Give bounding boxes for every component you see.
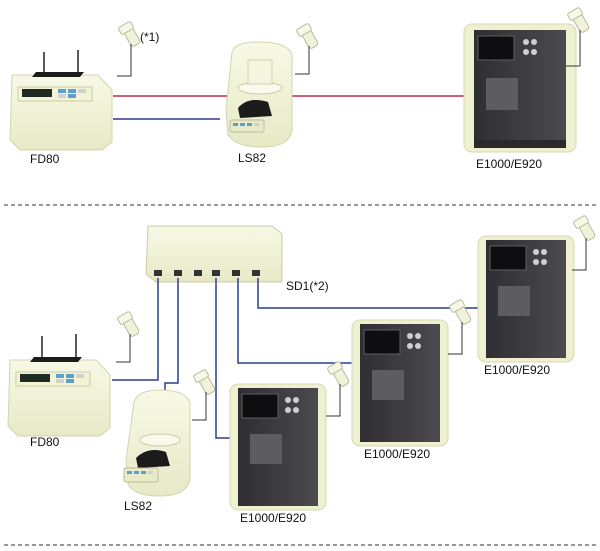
ls82-scanner bbox=[295, 22, 320, 75]
fd80-device bbox=[9, 50, 113, 151]
terminal-device-top bbox=[463, 23, 577, 153]
terminal-scanner-1 bbox=[326, 360, 351, 417]
cable-to-terminal-3 bbox=[257, 278, 486, 309]
terminal-label-3: E1000/E920 bbox=[484, 363, 550, 377]
fd80-label-bottom: FD80 bbox=[30, 435, 60, 449]
cable-to-fd80 bbox=[112, 278, 159, 381]
terminal-device-3 bbox=[477, 235, 575, 363]
cable-to-terminal-2 bbox=[237, 278, 364, 364]
ls82-device bbox=[225, 41, 293, 148]
hub-cables bbox=[112, 278, 486, 439]
note-label: (*1) bbox=[140, 30, 159, 44]
terminal-label-2: E1000/E920 bbox=[364, 447, 430, 461]
cable-to-ls82 bbox=[164, 278, 179, 392]
ls82-label-bottom: LS82 bbox=[124, 499, 152, 513]
hub-label: SD1(*2) bbox=[286, 279, 329, 293]
terminal-device-1 bbox=[229, 383, 327, 511]
fd80-device-bottom bbox=[7, 334, 111, 437]
sd1-hub bbox=[145, 225, 283, 283]
bottom-section: SD1(*2) FD80 bbox=[7, 214, 597, 525]
ls82-scanner-bottom bbox=[192, 368, 217, 421]
terminal-label-1: E1000/E920 bbox=[240, 511, 306, 525]
terminal-scanner-2 bbox=[448, 298, 473, 355]
fd80-scanner bbox=[117, 20, 142, 77]
ls82-device-bottom bbox=[123, 389, 191, 497]
top-section: (*1) FD80 LS82 bbox=[9, 6, 591, 171]
terminal-label-top: E1000/E920 bbox=[476, 157, 542, 171]
fd80-label-top: FD80 bbox=[30, 152, 60, 166]
ls82-label-top: LS82 bbox=[238, 151, 266, 165]
fd80-scanner-bottom bbox=[116, 310, 141, 363]
terminal-scanner-top bbox=[566, 6, 591, 67]
terminal-device-2 bbox=[351, 319, 449, 447]
terminal-scanner-3 bbox=[572, 214, 597, 271]
